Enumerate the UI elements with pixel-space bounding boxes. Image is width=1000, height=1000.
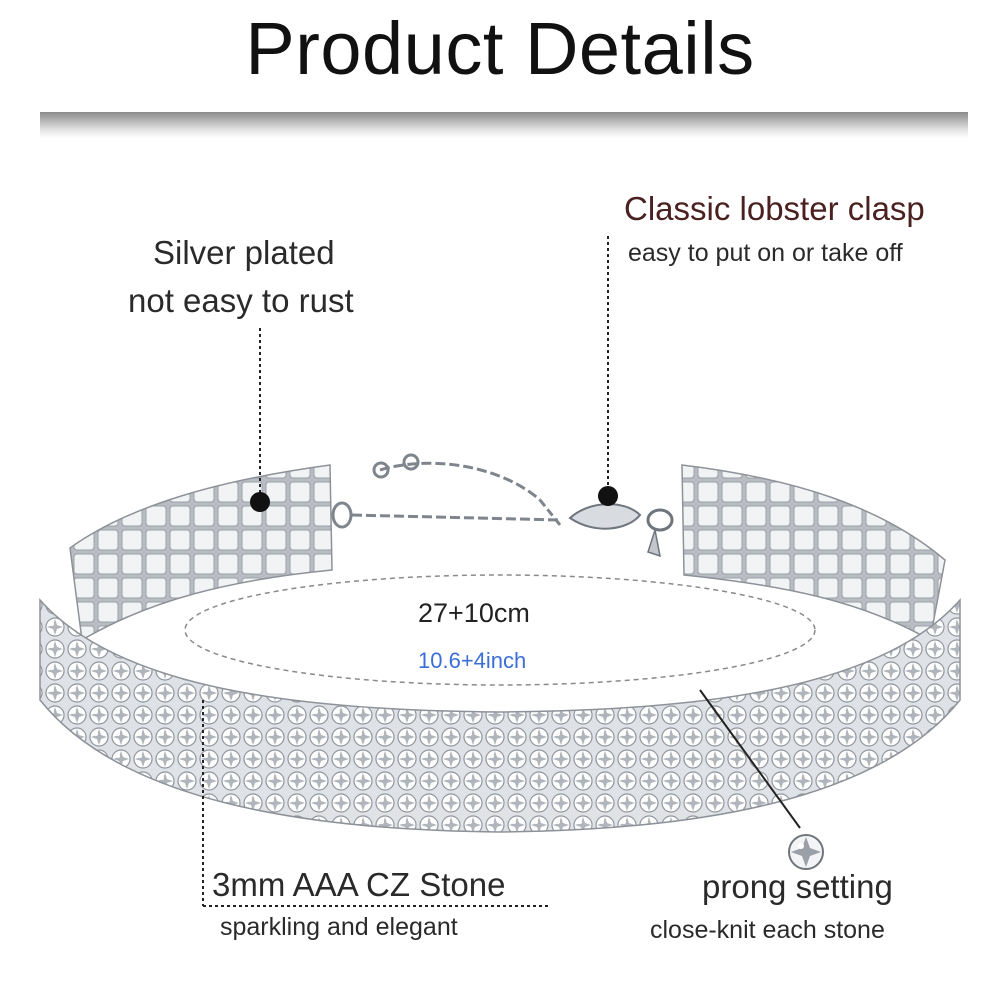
clasp-subtitle: easy to put on or take off [628, 239, 903, 267]
measurement-imperial: 10.6+4inch [418, 648, 527, 673]
extension-chain [331, 453, 562, 529]
lobster-clasp-icon [568, 503, 674, 558]
choker-back-right [681, 464, 946, 642]
measurement-metric: 27+10cm [418, 598, 530, 628]
title-underline-bar [40, 112, 968, 138]
stone-subtitle: sparkling and elegant [220, 913, 458, 941]
setting-subtitle: close-knit each stone [650, 916, 885, 944]
measurement-ellipse [184, 574, 816, 686]
setting-title: prong setting [702, 868, 893, 905]
material-subtitle: not easy to rust [128, 282, 354, 319]
callout-line-material [250, 328, 270, 512]
material-title: Silver plated [153, 234, 335, 271]
clasp-title: Classic lobster clasp [624, 190, 925, 227]
stone-title: 3mm AAA CZ Stone [212, 866, 506, 903]
callout-dot-material [250, 492, 270, 512]
page-title: Product Details [245, 7, 755, 90]
callout-line-stone [202, 700, 548, 907]
cz-stone-icon [788, 834, 824, 870]
callout-dot-clasp [598, 486, 618, 506]
choker-back-left [69, 464, 333, 642]
callout-line-clasp [598, 236, 618, 506]
callout-line-setting [699, 689, 824, 870]
